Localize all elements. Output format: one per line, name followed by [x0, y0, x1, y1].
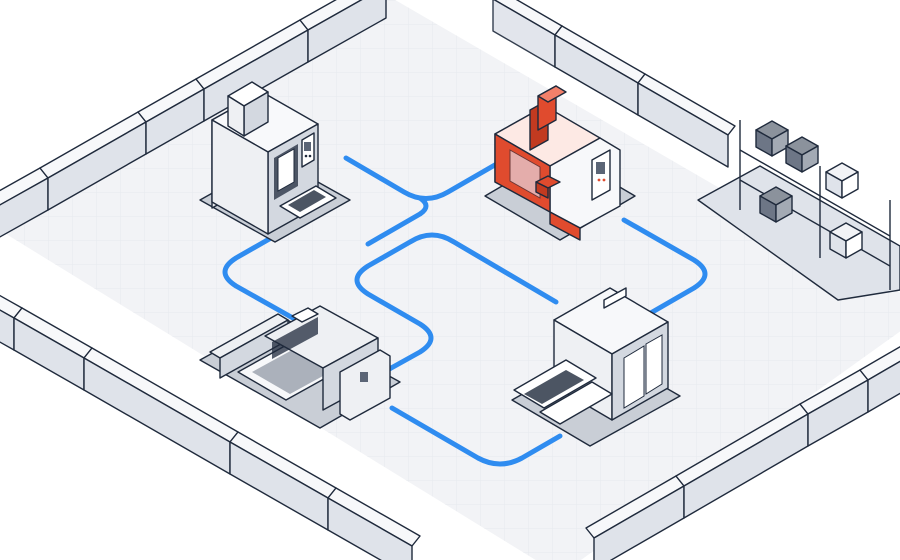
- fence-segment: [13, 307, 93, 391]
- conveyor-route: [354, 232, 559, 375]
- fence-segment: [637, 73, 736, 168]
- fence-segment: [492, 0, 563, 68]
- press-brake[interactable]: [511, 287, 681, 447]
- conveyor-route: [343, 155, 503, 201]
- cnc-mill-active[interactable]: [484, 85, 636, 241]
- conveyor-route: [389, 405, 563, 467]
- material-flow-routes: [222, 155, 708, 467]
- fence-segment: [299, 0, 387, 63]
- crate-icon: [785, 136, 819, 173]
- crate-icon: [759, 186, 793, 223]
- fence-back: [0, 0, 736, 238]
- fence-segment: [859, 345, 900, 413]
- crate-icon: [829, 222, 863, 259]
- fence-segment: [229, 431, 337, 531]
- fence-front: [0, 294, 900, 560]
- fence-segment: [327, 487, 421, 560]
- crate-icon: [825, 162, 859, 199]
- conveyor-route: [621, 217, 708, 321]
- laser-cutter[interactable]: [199, 305, 401, 429]
- crate-icon: [755, 120, 789, 157]
- workpiece-icon: [535, 175, 561, 199]
- cnc-machining-center[interactable]: [199, 81, 351, 243]
- control-panel-icon: [304, 142, 312, 158]
- storage-rack[interactable]: [697, 120, 900, 301]
- conveyor-route: [222, 223, 303, 325]
- control-panel-icon: [596, 162, 606, 182]
- conveyor-route: [365, 195, 429, 247]
- door-icon: [623, 334, 663, 409]
- control-panel-icon: [360, 372, 368, 382]
